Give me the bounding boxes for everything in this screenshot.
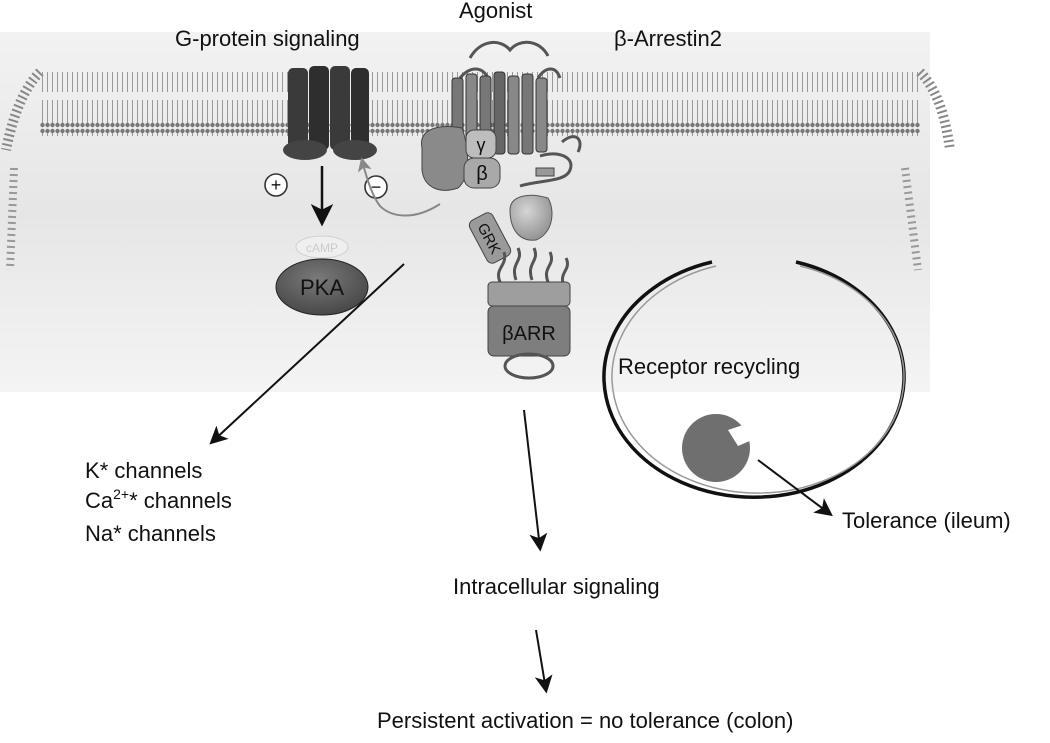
pka-enzyme [275,258,369,316]
channel-item: Ca2+* channels [85,486,232,513]
adenylyl-cyclase [283,66,377,160]
pka-label: PKA [300,275,344,300]
svg-text:+: + [271,175,282,195]
internalized-receptor [682,414,752,482]
g-protein: γ β [421,126,501,191]
arrow-to-intracellular [523,409,548,552]
receptor-recycling-label: Receptor recycling [618,354,801,379]
intracellular-signaling-label: Intracellular signaling [453,574,660,599]
camp-label: cAMP [306,241,338,255]
plus-symbol: + [264,173,288,197]
camp-molecule [295,235,349,259]
camp-pka-complex: cAMP PKA [275,235,369,316]
gamma-label: γ [477,135,486,155]
grk-kinase: GRK [468,194,553,264]
svg-text:−: − [371,177,382,197]
beta-subunit [463,157,501,189]
channel-item: K* channels [85,458,203,483]
beta-arrestin: βARR [487,247,571,380]
arrow-to-persistent [534,629,553,694]
beta-arrestin2-label: β-Arrestin2 [614,26,723,51]
agonist-label: Agonist [459,0,533,23]
persistent-activation-label: Persistent activation = no tolerance (co… [377,708,794,733]
arrow-to-channels [209,263,405,445]
tolerance-ileum-label: Tolerance (ileum) [842,508,1011,533]
channel-item: Na* channels [85,521,216,546]
beta-label: β [476,163,488,185]
barr-label: βARR [502,323,556,345]
g-protein-signaling-label: G-protein signaling [175,26,360,51]
arrow-inhibition [357,157,441,217]
arrow-to-tolerance [757,459,833,517]
